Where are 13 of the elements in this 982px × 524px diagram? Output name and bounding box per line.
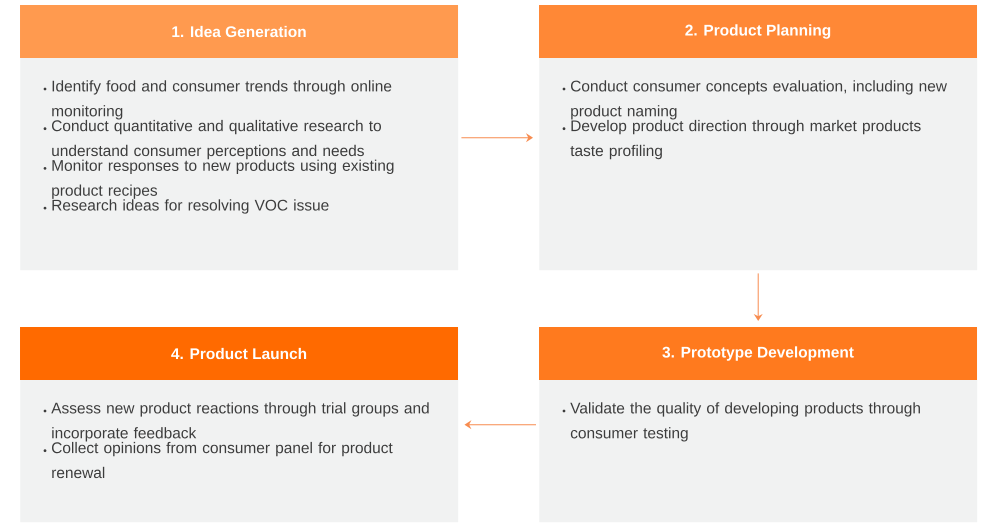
bullet-item: Conduct quantitative and qualitative research to understand consumer perceptions and needs [44, 120, 381, 160]
step-heading: 1. Idea Generation [172, 26, 306, 38]
bullet-item: Research ideas for resolving VOC issue [44, 199, 329, 214]
bullet-item: Collect opinions from consumer panel for product renewal [44, 442, 393, 478]
step-heading: 4. Product Launch [171, 348, 306, 360]
step-heading: 3. Prototype Development [662, 346, 854, 361]
bullet-item: Conduct consumer concepts evaluation, including new product naming [562, 80, 947, 120]
step-heading: 2. Product Planning [685, 24, 830, 39]
bullet-item: Develop product direction through market products taste profiling [562, 120, 921, 160]
bullet-item: Validate the quality of developing products through consumer testing [562, 402, 920, 442]
bullet-item: Assess new product reactions through trial groups and incorporate feedback [44, 402, 429, 442]
bullet-item: Identify food and consumer trends through online monitoring [44, 80, 392, 120]
bullet-item: Monitor responses to new products using existing product recipes [44, 160, 394, 199]
